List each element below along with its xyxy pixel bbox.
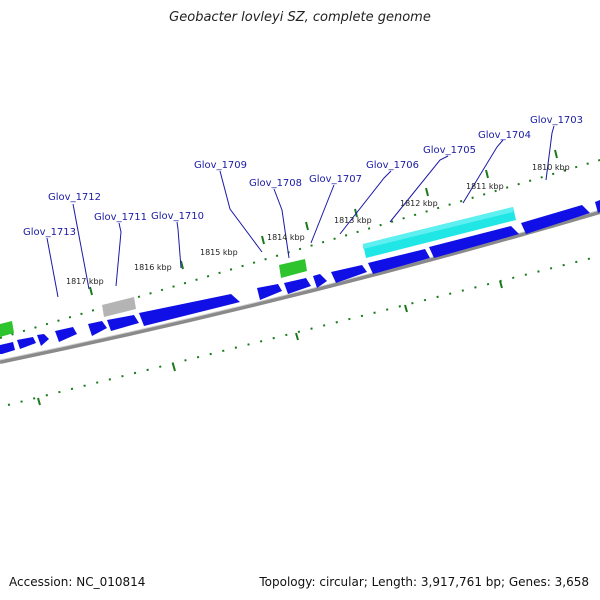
- gene-label-leaders: [46, 125, 555, 298]
- genome-title: Geobacter lovleyi SZ, complete genome: [169, 10, 431, 25]
- gene-label[interactable]: Glov_1711: [94, 212, 147, 223]
- kbp-label: 1814 kbp: [267, 233, 305, 242]
- gene-feature[interactable]: [429, 226, 519, 258]
- gene-feature[interactable]: [17, 337, 36, 349]
- gene-feature[interactable]: [331, 265, 367, 283]
- gene-feature[interactable]: [88, 321, 107, 336]
- gene-label[interactable]: Glov_1709: [194, 160, 247, 171]
- inner-ring-ticks: [37, 280, 503, 406]
- gene-feature[interactable]: [313, 274, 327, 288]
- rna-feature[interactable]: [279, 259, 307, 278]
- rna-track: [0, 259, 307, 337]
- gene-label[interactable]: Glov_1707: [309, 174, 362, 185]
- gene-track-forward: [0, 200, 600, 354]
- topology-text: Topology: circular; Length: 3,917,761 bp…: [259, 575, 589, 589]
- kbp-scale-labels: 1817 kbp 1816 kbp 1815 kbp 1814 kbp 1813…: [66, 163, 570, 286]
- gene-feature[interactable]: [0, 342, 15, 354]
- inner-dotted-ring: [7, 255, 600, 406]
- gene-feature[interactable]: [595, 200, 600, 213]
- gene-feature[interactable]: [257, 284, 282, 300]
- kbp-label: 1810 kbp: [532, 163, 570, 172]
- gene-feature[interactable]: [37, 334, 49, 346]
- gene-feature[interactable]: [55, 327, 77, 342]
- gene-feature[interactable]: [284, 278, 311, 294]
- rna-feature[interactable]: [0, 321, 14, 337]
- genome-backbone: [0, 210, 600, 364]
- gene-feature[interactable]: [139, 294, 240, 326]
- gene-feature[interactable]: [368, 249, 430, 274]
- gene-label[interactable]: Glov_1706: [366, 160, 419, 171]
- gene-label[interactable]: Glov_1712: [48, 192, 101, 203]
- pseudogene-feature[interactable]: [102, 297, 136, 317]
- kbp-label: 1812 kbp: [400, 199, 438, 208]
- gene-label[interactable]: Glov_1710: [151, 211, 204, 222]
- gene-labels: Glov_1713 Glov_1712 Glov_1711 Glov_1710 …: [23, 115, 583, 238]
- gene-label[interactable]: Glov_1708: [249, 178, 302, 189]
- outer-dotted-ring: [0, 159, 600, 339]
- kbp-label: 1815 kbp: [200, 248, 238, 257]
- kbp-label: 1811 kbp: [466, 182, 504, 191]
- gene-label[interactable]: Glov_1703: [530, 115, 583, 126]
- gene-label[interactable]: Glov_1705: [423, 145, 476, 156]
- gene-label[interactable]: Glov_1713: [23, 227, 76, 238]
- accession-text: Accession: NC_010814: [9, 575, 146, 589]
- gene-label[interactable]: Glov_1704: [478, 130, 531, 141]
- gene-feature[interactable]: [521, 205, 590, 234]
- kbp-label: 1817 kbp: [66, 277, 104, 286]
- gene-feature[interactable]: [107, 315, 139, 331]
- kbp-label: 1813 kbp: [334, 216, 372, 225]
- kbp-label: 1816 kbp: [134, 263, 172, 272]
